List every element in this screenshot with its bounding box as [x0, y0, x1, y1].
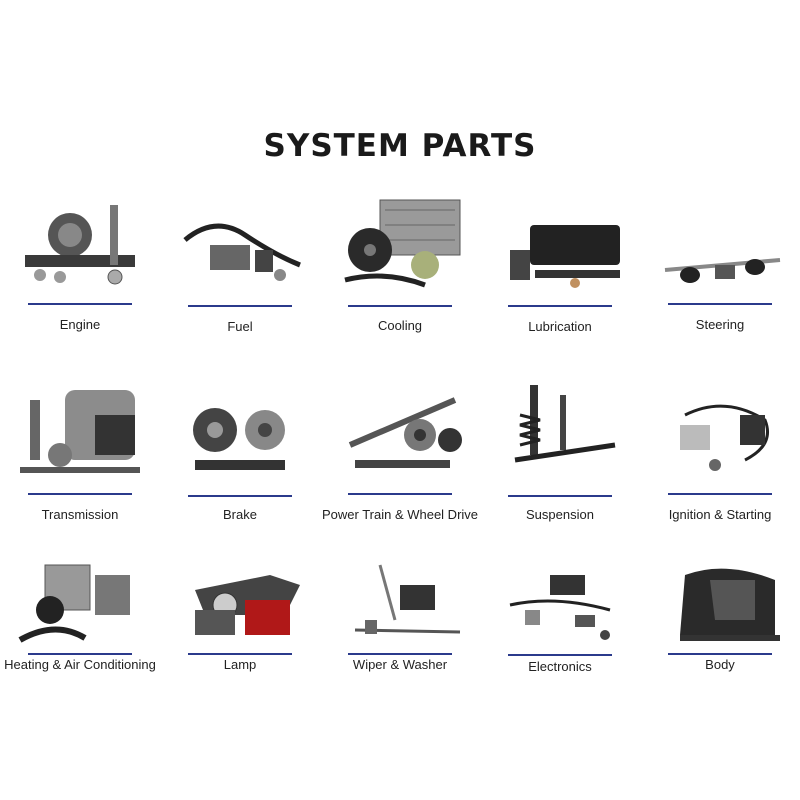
suspension-parts-image	[514, 385, 616, 463]
category-divider	[28, 303, 132, 305]
heating-ac-parts-image	[18, 564, 130, 643]
category-cooling[interactable]: Cooling	[320, 195, 480, 345]
category-divider	[348, 305, 452, 307]
wiper-parts-image	[354, 564, 461, 634]
category-divider	[188, 305, 292, 307]
category-label: Fuel	[227, 319, 253, 334]
category-engine[interactable]: Engine	[0, 195, 160, 345]
category-label: Lubrication	[528, 319, 592, 334]
category-suspension[interactable]: Suspension	[480, 385, 640, 535]
category-divider	[188, 495, 292, 497]
electronics-parts-image	[509, 575, 611, 640]
category-body[interactable]: Body	[640, 560, 800, 710]
category-label: Brake	[223, 507, 257, 522]
category-label: Lamp	[223, 657, 257, 672]
category-label: Transmission	[41, 507, 119, 522]
category-divider	[668, 493, 772, 495]
category-divider	[188, 653, 292, 655]
category-divider	[348, 653, 452, 655]
category-divider	[28, 653, 132, 655]
category-label: Suspension	[526, 507, 594, 522]
transmission-parts-image	[20, 390, 140, 473]
category-divider	[28, 493, 132, 495]
category-divider	[668, 653, 772, 655]
category-power-train[interactable]: Power Train & Wheel Drive	[320, 385, 480, 535]
category-transmission[interactable]: Transmission	[0, 385, 160, 535]
category-ignition[interactable]: Ignition & Starting	[640, 385, 800, 535]
category-label: Body	[705, 657, 735, 672]
category-divider	[508, 305, 612, 307]
grid-row-1: Engine Fuel Cooling	[0, 195, 800, 345]
category-label: Cooling	[377, 318, 423, 333]
page-title: SYSTEM PARTS	[263, 128, 537, 164]
category-divider	[348, 493, 452, 495]
category-divider	[508, 495, 612, 497]
category-divider	[508, 654, 612, 656]
lubrication-parts-image	[510, 225, 620, 288]
category-fuel[interactable]: Fuel	[160, 195, 320, 345]
category-steering[interactable]: Steering	[640, 195, 800, 345]
ignition-parts-image	[680, 404, 769, 471]
category-electronics[interactable]: Electronics	[480, 560, 640, 710]
category-brake[interactable]: Brake	[160, 385, 320, 535]
category-label: Steering	[695, 317, 745, 332]
category-label: Heating & Air Conditioning	[4, 657, 156, 672]
category-label: Ignition & Starting	[668, 507, 772, 522]
grid-row-2: Transmission Brake Power Train & Wheel D…	[0, 385, 800, 535]
category-lubrication[interactable]: Lubrication	[480, 195, 640, 345]
body-parts-image	[680, 568, 780, 641]
category-heating-ac[interactable]: Heating & Air Conditioning	[0, 560, 160, 710]
power-train-parts-image	[348, 397, 462, 468]
cooling-parts-image	[344, 199, 461, 288]
category-lamp[interactable]: Lamp	[160, 560, 320, 710]
category-label: Power Train & Wheel Drive	[321, 507, 479, 522]
lamp-parts-image	[195, 575, 300, 635]
brake-parts-image	[193, 408, 285, 470]
grid-row-3: Heating & Air Conditioning Lamp Wiper & …	[0, 560, 800, 710]
category-label: Engine	[59, 317, 101, 332]
category-label: Wiper & Washer	[352, 657, 448, 672]
category-wiper[interactable]: Wiper & Washer	[320, 560, 480, 710]
fuel-parts-image	[183, 223, 301, 281]
category-label: Electronics	[528, 659, 592, 674]
category-divider	[668, 303, 772, 305]
steering-parts-image	[664, 258, 781, 283]
engine-parts-image	[25, 205, 135, 285]
